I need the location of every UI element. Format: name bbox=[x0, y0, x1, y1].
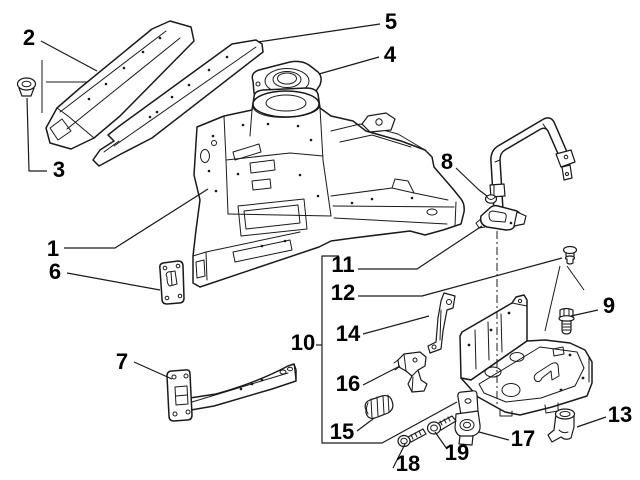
part-label-5: 5 bbox=[385, 9, 397, 34]
part-label-19: 19 bbox=[445, 440, 469, 465]
part-label-12: 12 bbox=[331, 280, 355, 305]
part-label-7: 7 bbox=[116, 349, 128, 374]
part-13-clamp bbox=[547, 408, 576, 443]
part-label-6: 6 bbox=[49, 259, 61, 284]
part-15-spacer-clamp bbox=[364, 394, 394, 420]
part-19-bolt bbox=[426, 415, 457, 435]
part-17-leader-line bbox=[478, 431, 510, 441]
part-5-wheelhouse-panel bbox=[92, 39, 264, 167]
rivet-position-left bbox=[544, 265, 561, 332]
part-3-cap-plug bbox=[16, 77, 37, 97]
part-16-bracket bbox=[393, 351, 428, 393]
part-14-leader-line bbox=[362, 315, 430, 335]
part-6-mounting-plate bbox=[159, 260, 185, 305]
part-14-side-bracket bbox=[427, 292, 456, 354]
part-11-battery-strap bbox=[475, 117, 576, 231]
part-9-bolt bbox=[558, 307, 575, 335]
part-label-1: 1 bbox=[47, 236, 59, 261]
part-4-leader-line bbox=[318, 56, 380, 75]
part-13-leader-line bbox=[576, 416, 607, 428]
group-bracket-10 bbox=[321, 255, 458, 444]
part-8-leader-line bbox=[455, 167, 488, 197]
part-label-11: 11 bbox=[331, 252, 354, 277]
part-5-leader-line bbox=[257, 23, 381, 43]
part-7-frame-rail bbox=[166, 363, 297, 422]
part-label-9: 9 bbox=[603, 293, 615, 318]
part-label-17: 17 bbox=[511, 426, 535, 451]
part-label-3: 3 bbox=[53, 157, 65, 182]
part-label-14: 14 bbox=[336, 321, 361, 346]
part-17-clamp-bracket bbox=[454, 390, 481, 446]
part-label-8: 8 bbox=[441, 149, 453, 174]
part-label-2: 2 bbox=[23, 25, 35, 50]
part-15-leader-line bbox=[356, 418, 374, 432]
rivet-position-right bbox=[566, 265, 585, 291]
part-label-18: 18 bbox=[396, 451, 420, 476]
part-10-battery-tray bbox=[459, 294, 593, 417]
part-19-leader-line bbox=[434, 431, 448, 450]
part-18-leader-line bbox=[392, 443, 406, 469]
part-1-leader-line bbox=[64, 188, 209, 249]
part-2-leader-line bbox=[40, 40, 98, 72]
part-2-upper-rail bbox=[45, 20, 195, 150]
part-12-leader-line bbox=[358, 257, 563, 297]
part-12-rivet bbox=[562, 245, 578, 265]
part-label-4: 4 bbox=[384, 42, 397, 67]
part-1-wheel-housing-assembly bbox=[192, 87, 465, 288]
part-8-clip-nut bbox=[484, 194, 498, 204]
part-7-leader-line bbox=[133, 361, 173, 380]
part-16-leader-line bbox=[362, 365, 401, 386]
part-label-16: 16 bbox=[336, 371, 360, 396]
part-9-leader-line bbox=[570, 309, 599, 317]
part-18-bolt bbox=[397, 428, 427, 448]
part-11-leader-line bbox=[358, 225, 483, 270]
part-6-leader-line bbox=[66, 272, 161, 291]
part-label-15: 15 bbox=[330, 419, 354, 444]
part-3-leader-line bbox=[26, 97, 47, 172]
part-label-10: 10 bbox=[291, 330, 315, 355]
part-label-13: 13 bbox=[608, 402, 632, 427]
